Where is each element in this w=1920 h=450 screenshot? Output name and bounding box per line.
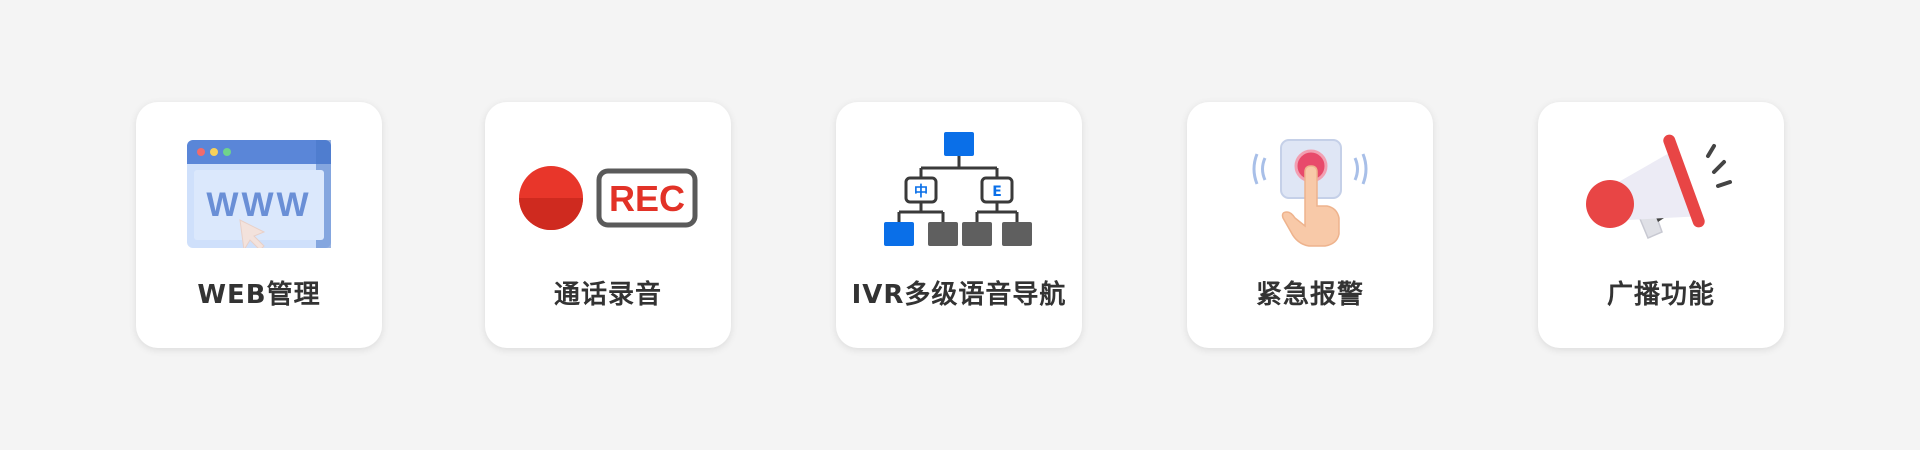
feature-card-ivr-navigation[interactable]: 中 E IVR多级语音导航 (836, 102, 1082, 348)
web-browser-icon: WWW (136, 126, 382, 248)
svg-text:WWW: WWW (206, 186, 311, 224)
alarm-button-icon (1187, 126, 1433, 248)
feature-card-call-recording[interactable]: REC 通话录音 (485, 102, 731, 348)
rec-badge-text: REC (609, 178, 685, 219)
feature-label: 广播功能 (1606, 280, 1715, 310)
feature-card-web-management[interactable]: WWW WEB管理 (136, 102, 382, 348)
megaphone-icon (1538, 126, 1784, 248)
ivr-node-label: 中 (914, 183, 928, 200)
feature-label: WEB管理 (197, 280, 321, 310)
feature-label: IVR多级语音导航 (851, 280, 1067, 310)
ivr-tree-icon: 中 E (836, 126, 1082, 248)
ivr-node-label: E (992, 184, 1002, 200)
record-icon: REC (485, 126, 731, 248)
feature-label: 紧急报警 (1255, 280, 1364, 310)
feature-label: 通话录音 (553, 280, 662, 310)
feature-card-broadcast[interactable]: 广播功能 (1538, 102, 1784, 348)
feature-card-emergency-alarm[interactable]: 紧急报警 (1187, 102, 1433, 348)
